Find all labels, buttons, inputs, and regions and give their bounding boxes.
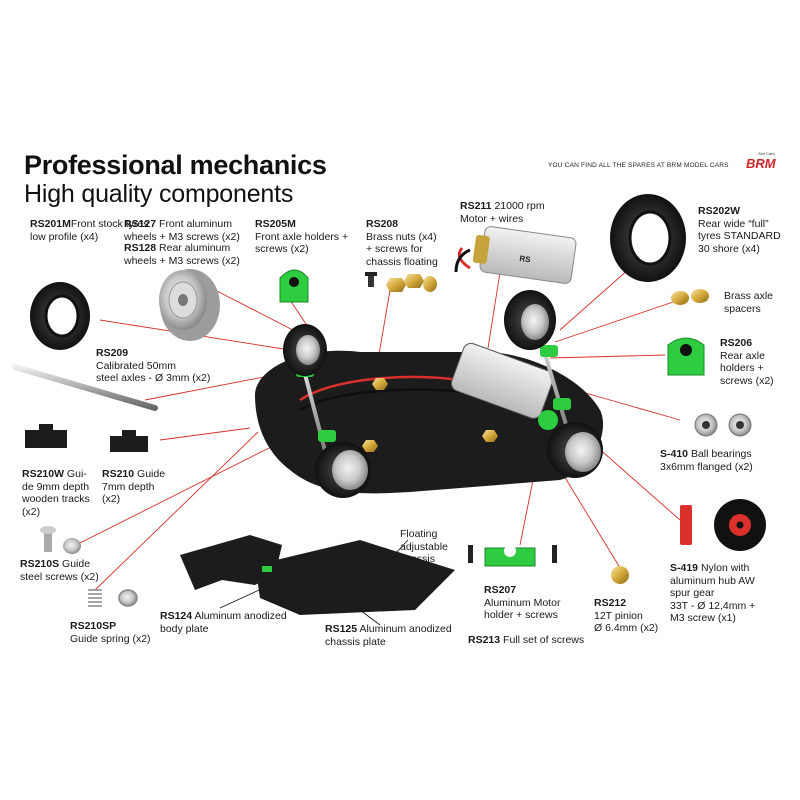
label-rs210w: RS210W Gui- de 9mm depth wooden tracks (…	[22, 468, 90, 518]
svg-text:RS: RS	[519, 254, 532, 265]
label-rs201m: RS201MFront stock tyres low profile (x4)	[30, 218, 149, 243]
spur-gear-part	[680, 499, 766, 551]
label-rs210: RS210 Guide 7mm depth (x2)	[102, 468, 166, 505]
chassis-plate-part	[255, 540, 455, 615]
label-rs124: RS124 Aluminum anodized body plate	[160, 610, 287, 635]
label-rs205m: RS205M Front axle holders + screws (x2)	[255, 218, 349, 255]
label-brass-spacers: Brass axle spacers	[724, 290, 774, 315]
label-rs211: RS211 21000 rpm Motor + wires	[460, 200, 545, 225]
label-rs208: RS208 Brass nuts (x4) + screws for chass…	[366, 218, 438, 268]
guide-parts	[25, 424, 148, 452]
body-plate-part	[180, 535, 282, 590]
axle-part	[12, 364, 158, 411]
spares-note: YOU CAN FIND ALL THE SPARES AT BRM MODEL…	[548, 162, 729, 169]
pinion-part	[611, 566, 629, 584]
page-title: Professional mechanics	[24, 150, 327, 180]
guide-screw-part	[40, 526, 81, 554]
brm-logo: BRM	[746, 156, 776, 171]
motor-holder-part	[468, 545, 557, 567]
ball-bearings-part	[694, 413, 752, 437]
rear-axle-holder-part	[667, 337, 705, 376]
label-rs125: RS125 Aluminum anodized chassis plate	[325, 623, 452, 648]
label-rs212: RS212 12T pinion Ø 6.4mm (x2)	[594, 597, 659, 634]
label-rs210s: RS210S Guide steel screws (x2)	[20, 558, 99, 583]
label-rs206: RS206 Rear axle holders + screws (x2)	[720, 337, 774, 387]
label-rs207: RS207 Aluminum Motor holder + screws	[484, 584, 561, 621]
label-rs202w: RS202W Rear wide “full” tyres STANDARD 3…	[698, 205, 781, 255]
motor-part: RS	[454, 226, 577, 284]
front-wheel-rim-part	[159, 269, 220, 341]
guide-spring-part	[88, 589, 138, 607]
label-floating-chassis: Floating adjustable chassis	[400, 528, 448, 565]
brass-spacers-part	[671, 289, 709, 305]
logo-small-text: Slot Cars	[758, 151, 775, 156]
brass-nuts-part	[365, 272, 437, 292]
label-s-419: S-419 Nylon with aluminum hub AW spur ge…	[670, 562, 756, 624]
front-tyre-part	[30, 282, 90, 350]
label-rs209: RS209 Calibrated 50mm steel axles - Ø 3m…	[96, 347, 211, 384]
label-rs213: RS213 Full set of screws	[468, 634, 585, 646]
rear-tyre-part	[610, 194, 686, 282]
chassis-assembly	[255, 290, 604, 498]
front-axle-holder-part	[279, 269, 309, 303]
label-rs127: RS127 Front aluminum wheels + M3 screws …	[124, 218, 240, 243]
page-subtitle: High quality components	[24, 180, 294, 208]
label-s-410: S-410 Ball bearings 3x6mm flanged (x2)	[660, 448, 753, 473]
label-rs128: RS128 Rear aluminum wheels + M3 screws (…	[124, 242, 240, 267]
label-rs210sp: RS210SP Guide spring (x2)	[70, 620, 151, 645]
